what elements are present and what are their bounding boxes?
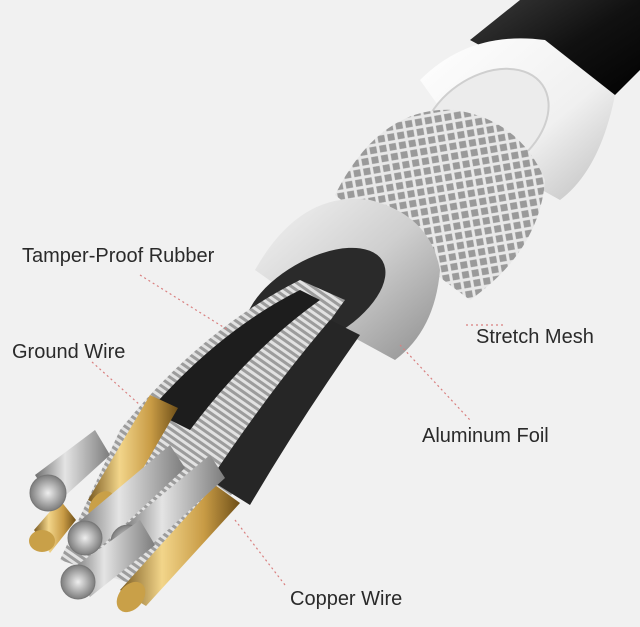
label-ground-wire: Ground Wire [12,341,126,363]
strand-end-d [60,564,96,600]
leader-ground-wire [91,361,141,406]
stretch-mesh-braid [335,109,545,300]
label-aluminum-foil: Aluminum Foil [422,425,549,447]
strand-end-b [67,520,103,556]
label-tamper-proof-rubber: Tamper-Proof Rubber [22,245,215,267]
copper-wire-lower [120,485,240,606]
black-core-1 [150,290,320,430]
copper-wire-upper [88,395,178,515]
strand-wire-b [75,445,185,552]
leader-tamper-proof-rubber [139,274,229,331]
copper-wire-lower-end [116,581,146,613]
label-copper-wire: Copper Wire [290,588,403,610]
leader-copper-wire [234,519,286,586]
label-stretch-mesh: Stretch Mesh [476,326,594,348]
leader-aluminum-foil [399,344,471,421]
copper-wire-left-end [29,530,55,552]
strand-end-a [29,474,67,512]
black-core-2 [210,320,360,505]
